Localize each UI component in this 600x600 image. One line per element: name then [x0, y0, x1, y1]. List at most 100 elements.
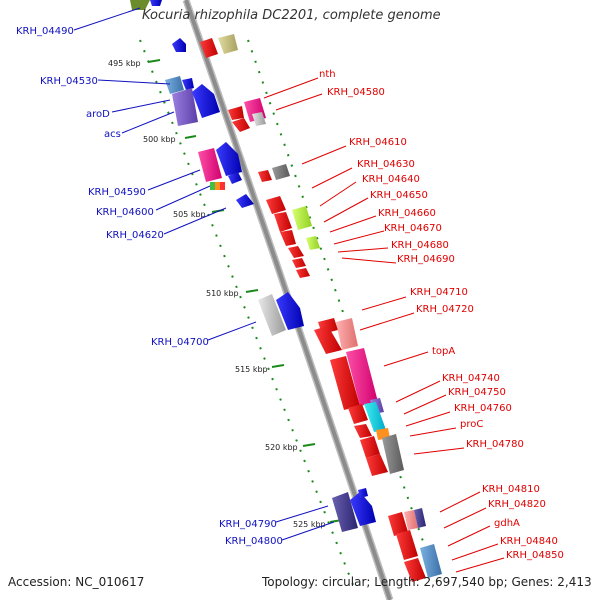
gene-block[interactable]: [220, 182, 225, 190]
gene-label[interactable]: aroD: [86, 109, 110, 120]
gene-label[interactable]: KRH_04680: [391, 240, 449, 251]
gene-arrow[interactable]: [350, 492, 376, 526]
gene-block[interactable]: [258, 294, 286, 336]
gene-arrow[interactable]: [396, 530, 418, 560]
gene-arrow[interactable]: [216, 142, 242, 176]
left-strand-genes: [130, 0, 376, 532]
gene-arrow[interactable]: [388, 512, 408, 536]
gene-label[interactable]: KRH_04590: [88, 187, 146, 198]
gene-block[interactable]: [252, 112, 266, 126]
gene-arrow[interactable]: [150, 0, 162, 6]
tick-label: 495 kbp: [108, 59, 141, 68]
gene-block[interactable]: [198, 148, 222, 182]
gene-label[interactable]: KRH_04800: [225, 536, 283, 547]
tick-label: 500 kbp: [143, 135, 176, 144]
gene-block[interactable]: [292, 206, 312, 230]
gene-arrow[interactable]: [192, 84, 220, 118]
gene-arrow[interactable]: [228, 106, 244, 120]
gene-block[interactable]: [364, 402, 386, 432]
gene-label[interactable]: KRH_04490: [16, 26, 74, 37]
gene-label[interactable]: KRH_04530: [40, 76, 98, 87]
gene-arrow[interactable]: [280, 230, 296, 246]
gene-block[interactable]: [218, 34, 238, 54]
right-strand-genes: [200, 34, 442, 582]
gene-arrow[interactable]: [330, 356, 360, 410]
gene-arrow[interactable]: [314, 326, 342, 354]
gene-label[interactable]: KRH_04850: [506, 550, 564, 561]
gene-block[interactable]: [172, 88, 198, 126]
left-gene-labels: KRH_04490 KRH_04530 aroD acs KRH_04590 K…: [16, 26, 283, 547]
gene-label[interactable]: KRH_04580: [327, 87, 385, 98]
gene-label[interactable]: KRH_04810: [482, 484, 540, 495]
gene-arrow[interactable]: [366, 454, 388, 476]
gene-arrow[interactable]: [182, 78, 194, 90]
gene-label[interactable]: KRH_04650: [370, 190, 428, 201]
left-label-connectors: [73, 7, 335, 541]
gene-arrow[interactable]: [358, 488, 368, 498]
gene-arrow[interactable]: [274, 212, 292, 232]
gene-arrow[interactable]: [296, 268, 310, 278]
gene-block[interactable]: [200, 38, 218, 58]
gene-label[interactable]: KRH_04610: [349, 137, 407, 148]
gene-arrow[interactable]: [354, 424, 372, 438]
gene-label[interactable]: nth: [319, 69, 336, 80]
gene-arrow[interactable]: [360, 436, 380, 458]
tick-label: 525 kbp: [293, 520, 326, 529]
kbp-ticks: 495 kbp 500 kbp 505 kbp 510 kbp 515 kbp …: [108, 59, 343, 529]
gene-label[interactable]: KRH_04820: [488, 499, 546, 510]
gene-label[interactable]: proC: [460, 419, 483, 430]
gene-block[interactable]: [336, 318, 358, 350]
right-gene-labels: nth KRH_04580 KRH_04610 KRH_04630 KRH_04…: [319, 69, 564, 561]
tick-label: 510 kbp: [206, 289, 239, 298]
gene-arrow[interactable]: [172, 38, 186, 52]
gene-label[interactable]: gdhA: [494, 518, 520, 529]
right-label-connectors: [263, 77, 505, 573]
gene-label[interactable]: topA: [432, 346, 455, 357]
gene-arrow[interactable]: [276, 292, 304, 330]
gene-arrow[interactable]: [232, 118, 250, 132]
gene-label[interactable]: KRH_04700: [151, 337, 209, 348]
gene-block[interactable]: [420, 544, 442, 578]
gene-label[interactable]: KRH_04740: [442, 373, 500, 384]
tick-label: 520 kbp: [265, 443, 298, 452]
gene-arrow[interactable]: [404, 558, 426, 582]
gene-block[interactable]: [332, 492, 358, 532]
gene-block[interactable]: [130, 0, 150, 10]
gene-arrow[interactable]: [258, 170, 272, 182]
gene-block[interactable]: [306, 236, 320, 250]
gene-block[interactable]: [210, 182, 215, 190]
gene-block[interactable]: [272, 164, 290, 180]
gene-label[interactable]: KRH_04720: [416, 304, 474, 315]
gene-block[interactable]: [346, 348, 378, 406]
tick-label: 515 kbp: [235, 365, 268, 374]
gene-label[interactable]: KRH_04660: [378, 208, 436, 219]
gene-arrow[interactable]: [348, 404, 368, 424]
gene-arrow[interactable]: [266, 196, 286, 214]
gene-arrow[interactable]: [228, 172, 242, 184]
gene-label[interactable]: KRH_04710: [410, 287, 468, 298]
gene-label[interactable]: KRH_04750: [448, 387, 506, 398]
gene-block[interactable]: [165, 76, 184, 94]
gene-block[interactable]: [215, 182, 220, 190]
tick-label: 505 kbp: [173, 210, 206, 219]
gene-label[interactable]: KRH_04620: [106, 230, 164, 241]
gene-block[interactable]: [404, 510, 418, 530]
gene-arrow[interactable]: [236, 194, 254, 208]
gene-arrow[interactable]: [292, 258, 306, 268]
gene-label[interactable]: KRH_04640: [362, 174, 420, 185]
gene-label[interactable]: KRH_04840: [500, 536, 558, 547]
gene-label[interactable]: KRH_04630: [357, 159, 415, 170]
gene-block[interactable]: [414, 508, 426, 528]
gene-label[interactable]: KRH_04600: [96, 207, 154, 218]
gene-label[interactable]: KRH_04670: [384, 223, 442, 234]
gene-label[interactable]: KRH_04780: [466, 439, 524, 450]
gene-label[interactable]: acs: [104, 129, 121, 140]
gene-block[interactable]: [382, 434, 404, 474]
gene-label[interactable]: KRH_04790: [219, 519, 277, 530]
right-dotted-track: [247, 39, 441, 591]
gene-arrow[interactable]: [288, 246, 304, 258]
gene-label[interactable]: KRH_04690: [397, 254, 455, 265]
gene-label[interactable]: KRH_04760: [454, 403, 512, 414]
